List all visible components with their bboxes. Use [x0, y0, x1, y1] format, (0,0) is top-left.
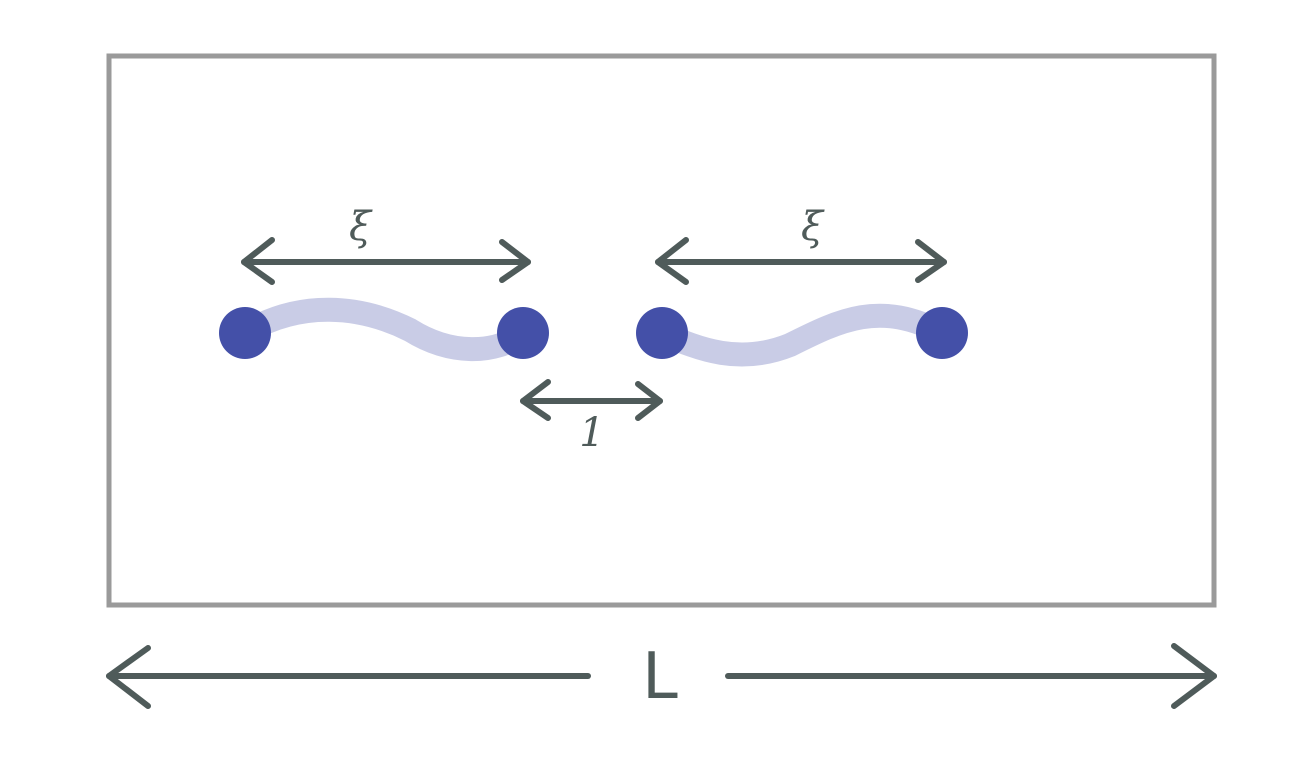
system-size-label: L: [642, 640, 678, 714]
right-xi-arrow: [655, 237, 947, 285]
right-pair-dot-1: [636, 307, 688, 359]
right-pair-dot-2: [916, 307, 968, 359]
left-xi-arrow: [241, 237, 531, 285]
left-pair-dot-1: [219, 307, 271, 359]
left-pair-dot-2: [497, 307, 549, 359]
separation-label: 1: [579, 410, 604, 456]
left-string: [233, 297, 535, 362]
separation-arrow: [520, 379, 663, 421]
system-box: [106, 53, 1217, 608]
right-string: [650, 303, 954, 367]
right-xi-label: ξ: [801, 204, 825, 250]
left-xi-label: ξ: [349, 204, 373, 250]
system-size-arrow: [106, 643, 1217, 709]
